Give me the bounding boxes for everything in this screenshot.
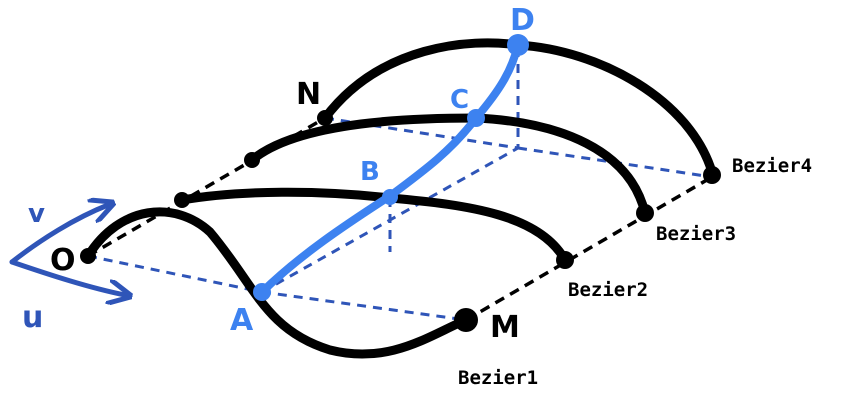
v-axis-arrow xyxy=(9,205,108,265)
point-bezier4-end xyxy=(703,166,721,184)
point-b-dot xyxy=(382,189,398,205)
label-b: B xyxy=(360,157,380,187)
point-bezier2-start xyxy=(174,192,190,208)
dashed-line-o-a xyxy=(87,254,263,294)
point-m-dot xyxy=(454,308,478,332)
isocurve-a-d xyxy=(258,41,522,296)
point-d-dot xyxy=(507,34,529,56)
label-bezier1: Bezier1 xyxy=(458,367,538,389)
label-d: D xyxy=(510,3,535,38)
bezier1-curve xyxy=(83,207,471,359)
label-bezier4: Bezier4 xyxy=(732,155,812,177)
axis-arrows xyxy=(9,205,125,295)
label-v: v xyxy=(28,199,45,229)
point-c-dot xyxy=(467,109,485,127)
label-m: M xyxy=(490,310,520,345)
u-axis-arrow xyxy=(9,259,125,295)
label-bezier2: Bezier2 xyxy=(568,279,648,301)
bezier3-curve xyxy=(247,113,650,218)
control-points xyxy=(80,34,721,332)
dashed-line-a-m xyxy=(261,290,467,322)
label-bezier3: Bezier3 xyxy=(656,223,736,245)
label-o: O xyxy=(50,243,76,278)
label-u: u xyxy=(22,300,43,335)
label-n: N xyxy=(296,77,321,112)
edge-m-bezier4 xyxy=(465,175,713,322)
point-n-dot xyxy=(317,110,333,126)
bezier4-curve xyxy=(320,38,717,177)
point-bezier2-end xyxy=(556,251,574,269)
point-a-dot xyxy=(253,283,271,301)
label-c: C xyxy=(450,85,469,115)
point-bezier3-start xyxy=(244,152,260,168)
point-bezier3-end xyxy=(636,204,654,222)
point-o-dot xyxy=(80,248,96,264)
label-a: A xyxy=(230,303,254,338)
construction-lines xyxy=(87,48,713,322)
